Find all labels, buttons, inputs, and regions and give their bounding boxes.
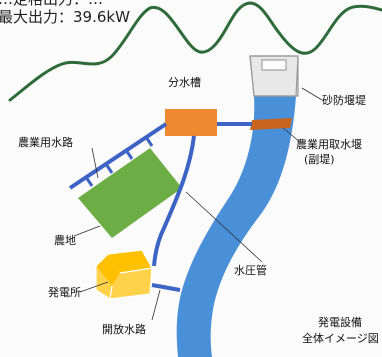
mountain-ridge: [8, 1, 382, 102]
distribution-tank: [165, 109, 217, 136]
label-tailrace: 開放水路: [102, 322, 146, 336]
label-intake-weir-sub: (副堤): [304, 153, 335, 166]
label-distribution-tank: 分水槽: [168, 76, 201, 89]
farmland: [78, 148, 182, 238]
caption-line1: 発電設備: [318, 315, 362, 329]
penstock: [152, 135, 196, 267]
leader-lines: [73, 87, 323, 321]
header-max-output: 最大出力：39.6kW: [0, 8, 130, 26]
caption-line2: 全体イメージ図: [302, 331, 379, 345]
intake-weir: [250, 118, 292, 130]
powerhouse: [95, 249, 153, 300]
river: [176, 96, 296, 357]
label-farmland: 農地: [54, 233, 76, 247]
label-powerhouse: 発電所: [48, 285, 81, 299]
tailrace: [151, 283, 181, 292]
label-intake-weir: 農業用取水堰: [296, 137, 362, 151]
label-sabo-dam: 砂防堰堤: [322, 93, 366, 107]
label-penstock: 水圧管: [234, 263, 267, 277]
header-rated-output: …定格出力：…: [0, 0, 103, 8]
label-farm-channel: 農業用水路: [18, 135, 73, 149]
